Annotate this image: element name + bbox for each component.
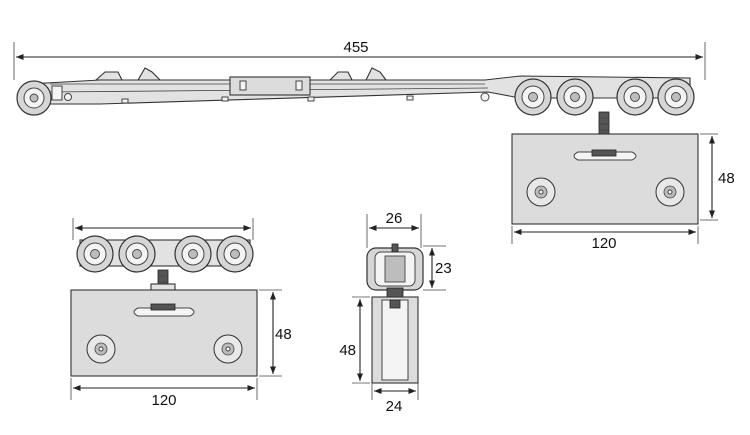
dim-120-left: 120 (70, 378, 258, 409)
dim-label-455: 455 (343, 39, 368, 56)
dim-48-side: 48 (339, 296, 370, 384)
dim-label-120-right: 120 (591, 235, 616, 252)
right-bracket (328, 71, 353, 81)
dim-120-right: 120 (511, 226, 699, 252)
rail-end-wheel (16, 80, 52, 116)
front-view-assembly: 48 120 (70, 218, 292, 409)
dim-455: 455 (13, 39, 706, 80)
side-plate (371, 296, 419, 384)
carriage-wheels-front (76, 235, 254, 273)
plate-left (70, 289, 258, 377)
center-connector (229, 76, 311, 96)
side-view-assembly: 26 23 48 (339, 210, 451, 415)
dim-label-120-left: 120 (151, 392, 176, 409)
dim-wheel-width-left (72, 218, 254, 240)
dim-label-48-left: 48 (275, 326, 292, 343)
left-bracket (94, 71, 123, 81)
dim-label-24: 24 (386, 398, 403, 415)
plate-right (511, 133, 699, 225)
dim-label-48-right: 48 (718, 170, 735, 187)
side-wheel (366, 243, 424, 291)
dim-label-26: 26 (386, 210, 403, 227)
dim-26: 26 (366, 210, 422, 248)
top-rail-assembly: 455 (13, 39, 735, 252)
dim-label-48-side: 48 (339, 342, 356, 359)
dim-24: 24 (371, 383, 419, 415)
dim-48-right: 48 (700, 133, 735, 221)
dim-label-23: 23 (435, 260, 452, 277)
dim-23: 23 (423, 245, 452, 291)
dim-48-left: 48 (259, 289, 292, 377)
carriage-wheels-top (514, 78, 695, 116)
